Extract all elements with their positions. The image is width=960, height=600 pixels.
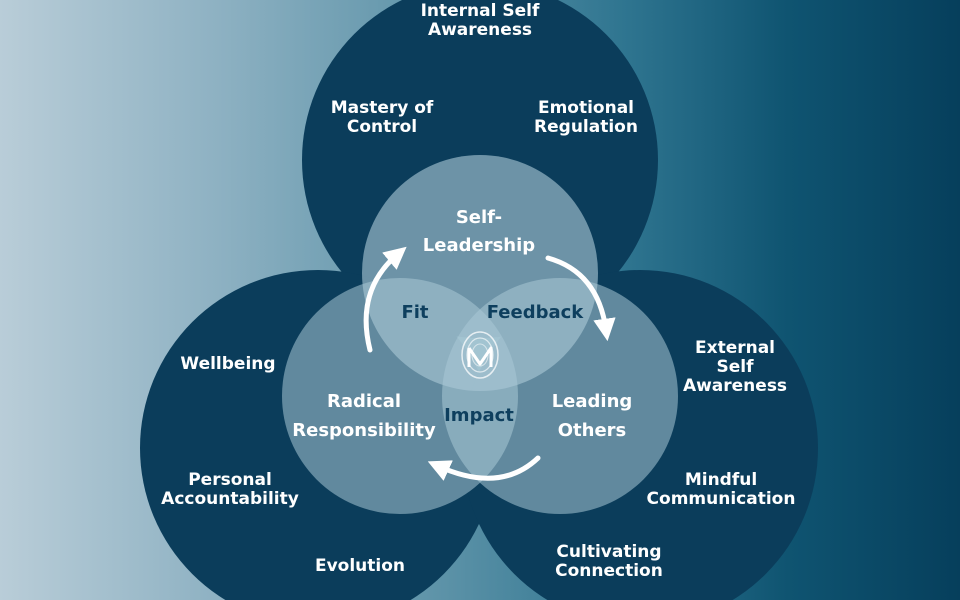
radical-responsibility-line1: Radical: [327, 391, 401, 412]
inner-circles: [282, 155, 678, 514]
overlap-fit: Fit: [401, 302, 428, 323]
arrow-to-self-leadership: [363, 246, 407, 353]
emotional-regulation-line2: Regulation: [534, 117, 638, 137]
mastery-of-control-line2: Control: [347, 117, 417, 137]
arrow-to-radical-responsibility: [427, 455, 541, 481]
mindful-communication-line1: Mindful: [685, 470, 757, 490]
personal-accountability-line2: Accountability: [161, 489, 299, 509]
leading-others-line2: Others: [558, 420, 627, 441]
external-self-awareness-line3: Awareness: [683, 376, 787, 396]
mindful-communication-line2: Communication: [647, 489, 796, 509]
personal-accountability-line1: Personal: [188, 470, 272, 490]
leading-others-line1: Leading: [552, 391, 633, 412]
self-leadership-line1: Self-: [456, 207, 502, 228]
external-self-awareness-line1: External: [695, 338, 775, 358]
overlap-feedback: Feedback: [487, 302, 585, 323]
emotional-regulation-line1: Emotional: [538, 98, 634, 118]
cultivating-connection-line2: Connection: [555, 561, 663, 581]
evolution-label: Evolution: [315, 556, 405, 576]
inner-circle-leading-others: [442, 278, 678, 514]
arrow-to-leading-others: [545, 255, 616, 342]
overlap-impact: Impact: [444, 405, 514, 426]
radical-responsibility-line2: Responsibility: [292, 420, 436, 441]
wellbeing-label: Wellbeing: [180, 354, 275, 374]
internal-self-awareness-line1: Internal Self: [421, 1, 540, 21]
self-leadership-line2: Leadership: [423, 235, 535, 256]
fingerprint-m-logo: [461, 331, 499, 379]
internal-self-awareness-line2: Awareness: [428, 20, 532, 40]
external-self-awareness-line2: Self: [717, 357, 755, 377]
cycle-arrows: [363, 246, 616, 481]
mastery-of-control-line1: Mastery of: [331, 98, 434, 118]
cultivating-connection-line1: Cultivating: [556, 542, 661, 562]
